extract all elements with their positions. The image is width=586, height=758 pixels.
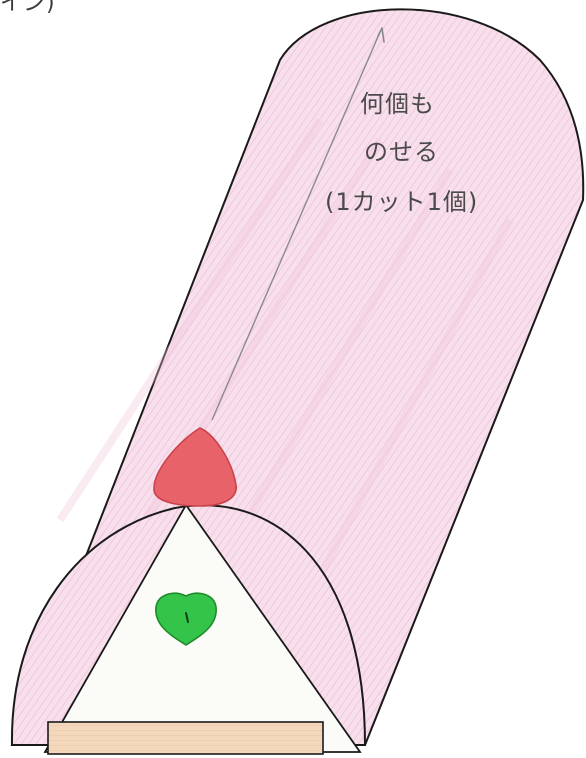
note-line-2: のせる [364,138,439,166]
sponge-base [48,722,323,754]
top-left-text: イン) [0,0,56,16]
note-line-1: 何個も [360,90,435,118]
note-line-3: (1カット1個) [325,188,478,216]
